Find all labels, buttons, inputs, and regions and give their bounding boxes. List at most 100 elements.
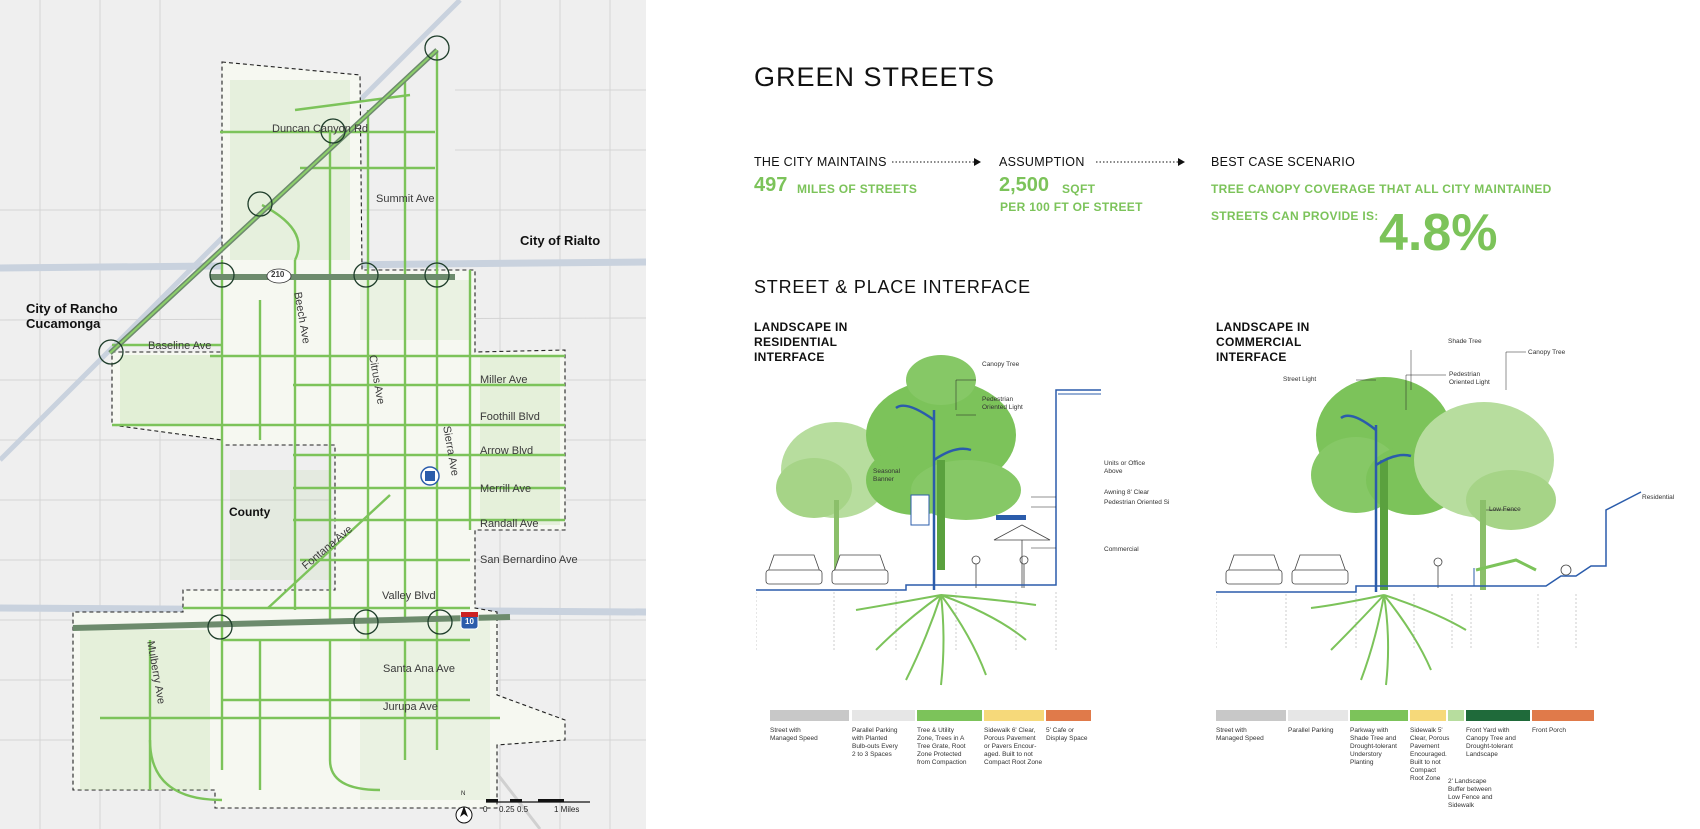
stat1-unit: MILES OF STREETS xyxy=(797,182,918,196)
ann-units: Units or Office Above xyxy=(1104,460,1146,475)
interchange-markers xyxy=(98,35,453,640)
legend-text: 5' Cafe or Display Space xyxy=(1046,727,1088,742)
street-label-miller: Miller Ave xyxy=(480,374,528,386)
shield-10-icon xyxy=(460,611,479,630)
interchange-marker xyxy=(353,609,379,635)
scale-label-025: 0.25 xyxy=(499,805,515,814)
ground-line xyxy=(1216,491,1642,593)
banner-icon xyxy=(910,494,930,526)
shield-210-icon xyxy=(266,268,292,284)
pedestrian-icon xyxy=(1433,557,1572,588)
car-icon xyxy=(1225,554,1283,585)
page-title: GREEN STREETS xyxy=(754,62,996,92)
street-label-foothill: Foothill Blvd xyxy=(480,411,540,423)
city-map: City of Rancho Cucamonga City of Rialto … xyxy=(0,0,646,829)
stat1-value: 497 xyxy=(754,174,788,196)
legend-swatch-cafe xyxy=(1046,710,1091,721)
ann-residential: Residential xyxy=(1642,494,1675,501)
ann-ped-light: Pedestrian Oriented Light xyxy=(982,396,1023,411)
zone-dividers xyxy=(1216,594,1577,650)
ann-shade-tree: Shade Tree xyxy=(1448,338,1482,345)
tree-roots xyxy=(1310,594,1467,686)
ann-ped-light-commercial: Pedestrian Oriented Light xyxy=(1449,371,1490,386)
legend-text: Tree & Utility Zone, Trees in A Tree Gra… xyxy=(917,727,967,766)
ann-low-fence: Low Fence xyxy=(1489,506,1521,513)
leader-lines xyxy=(1356,350,1526,511)
legend-text: Street with Managed Speed xyxy=(1216,727,1264,742)
ann-ped-sign: Pedestrian Oriented Si xyxy=(1104,499,1170,506)
civic-center-icon xyxy=(420,466,440,486)
commercial-section-diagram xyxy=(1216,350,1642,686)
interchange-marker xyxy=(209,262,235,288)
canopy-tree xyxy=(866,355,1021,570)
stat3-line2: STREETS CAN PROVIDE IS: xyxy=(1211,209,1379,223)
city-label-rancho: City of Rancho Cucamonga xyxy=(26,301,118,331)
shield-10-label: 10 xyxy=(465,617,474,626)
scale-label-05: 0.5 xyxy=(517,805,529,814)
car-icon xyxy=(1291,554,1349,585)
residential-section-diagram xyxy=(756,355,1101,686)
tree-roots xyxy=(855,594,1037,686)
legend-swatch-buffer-c xyxy=(1448,710,1464,721)
interchange-marker xyxy=(424,262,450,288)
canopy-tree xyxy=(1414,402,1556,590)
background-tree xyxy=(776,422,891,570)
legend-swatch-street xyxy=(770,710,849,721)
stat2-value: 2,500 xyxy=(999,174,1050,196)
city-label-rialto: City of Rialto xyxy=(520,233,601,248)
interchange-marker xyxy=(424,35,450,61)
legend-swatch-parkway-c xyxy=(1350,710,1408,721)
street-label-santaana: Santa Ana Ave xyxy=(383,663,455,675)
legend-text: Sidewalk 6' Clear, Porous Pavement or Pa… xyxy=(984,727,1043,766)
legend-text: Front Porch xyxy=(1532,727,1566,734)
ann-commercial: Commercial xyxy=(1104,546,1139,553)
stat3-label: BEST CASE SCENARIO xyxy=(1211,155,1356,169)
car-icon xyxy=(831,554,889,585)
legend-text: 2' Landscape Buffer between Low Fence an… xyxy=(1448,778,1493,809)
north-arrow-icon xyxy=(455,806,473,824)
legend-text: Front Yard with Canopy Tree and Drought-… xyxy=(1466,727,1516,758)
interchange-marker xyxy=(247,191,273,217)
ann-awning: Awning 8' Clear xyxy=(1104,489,1150,496)
stat2-unit2: PER 100 FT OF STREET xyxy=(1000,200,1143,214)
interchange-marker xyxy=(353,262,379,288)
interchange-marker xyxy=(320,118,346,144)
street-label-merrill: Merrill Ave xyxy=(480,483,532,495)
street-label-sanbernardino: San Bernardino Ave xyxy=(480,554,578,566)
ground-line xyxy=(756,389,1101,591)
grass-planting xyxy=(1475,558,1537,572)
interchange-marker xyxy=(207,614,233,640)
street-label-arrow: Arrow Blvd xyxy=(480,445,534,457)
interchange-marker xyxy=(98,339,124,365)
highway-10 xyxy=(72,614,511,631)
stat3-value: 4.8% xyxy=(1379,204,1498,262)
street-label-summit: Summit Ave xyxy=(376,193,435,205)
legend-swatch-porch-c xyxy=(1532,710,1594,721)
green-streets-panel: GREEN STREETS THE CITY MAINTAINS 497 MIL… xyxy=(646,0,1700,829)
street-label-jurupa: Jurupa Ave xyxy=(383,701,438,713)
street-light-icon xyxy=(1340,414,1412,592)
legend-swatch-tree-zone xyxy=(917,710,982,721)
stat1-label: THE CITY MAINTAINS xyxy=(754,155,887,169)
pedestrian-icon xyxy=(971,524,1051,588)
legend-text: Parkway with Shade Tree and Drought-tole… xyxy=(1350,727,1397,766)
ann-canopy-tree: Canopy Tree xyxy=(982,361,1020,368)
residential-title: LANDSCAPE IN RESIDENTIAL INTERFACE xyxy=(754,320,848,364)
map-canvas xyxy=(0,0,646,829)
car-icon xyxy=(765,554,823,585)
ann-banner: Seasonal Banner xyxy=(873,468,901,483)
legend-swatch-frontyard-c xyxy=(1466,710,1530,721)
parcel-texture xyxy=(80,80,560,800)
legend-swatch-parking xyxy=(852,710,915,721)
commercial-title: LANDSCAPE IN COMMERCIAL INTERFACE xyxy=(1216,320,1310,364)
legend-swatch-parking-c xyxy=(1288,710,1348,721)
interchange-marker xyxy=(427,609,453,635)
section-title: STREET & PLACE INTERFACE xyxy=(754,277,1031,297)
legend-swatch-sidewalk xyxy=(984,710,1044,721)
legend-swatch-street-c xyxy=(1216,710,1286,721)
ann-canopy-tree-commercial: Canopy Tree xyxy=(1528,349,1566,356)
shield-210-label: 210 xyxy=(271,270,285,279)
street-light-icon xyxy=(895,404,972,590)
north-label: N xyxy=(461,791,466,797)
legend-text: Sidewalk 5' Clear, Porous Pavement Encou… xyxy=(1410,727,1450,782)
